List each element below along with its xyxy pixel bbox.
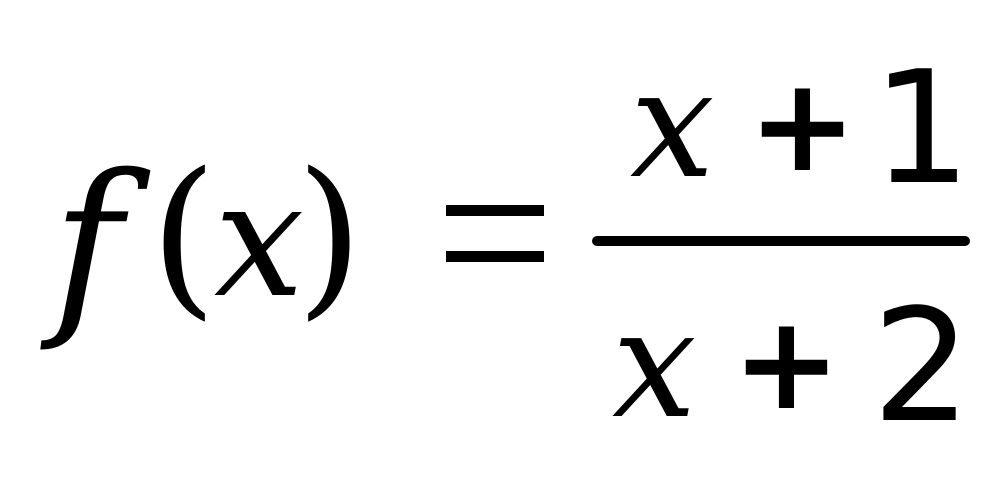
equals-bar-top <box>446 205 544 216</box>
numerator-operator: + <box>748 49 857 201</box>
denominator-operator: + <box>732 287 841 439</box>
numerator-variable: x <box>630 38 715 212</box>
function-name: f <box>52 134 123 355</box>
fraction-bar <box>592 236 970 246</box>
denominator-constant: 2 <box>872 275 972 457</box>
open-paren: ( <box>150 135 218 336</box>
lhs-variable: x <box>214 146 305 333</box>
equals-bar-bottom <box>446 251 544 262</box>
denominator-variable: x <box>612 278 697 452</box>
close-paren: ) <box>296 135 364 336</box>
numerator-constant: 1 <box>872 37 972 219</box>
